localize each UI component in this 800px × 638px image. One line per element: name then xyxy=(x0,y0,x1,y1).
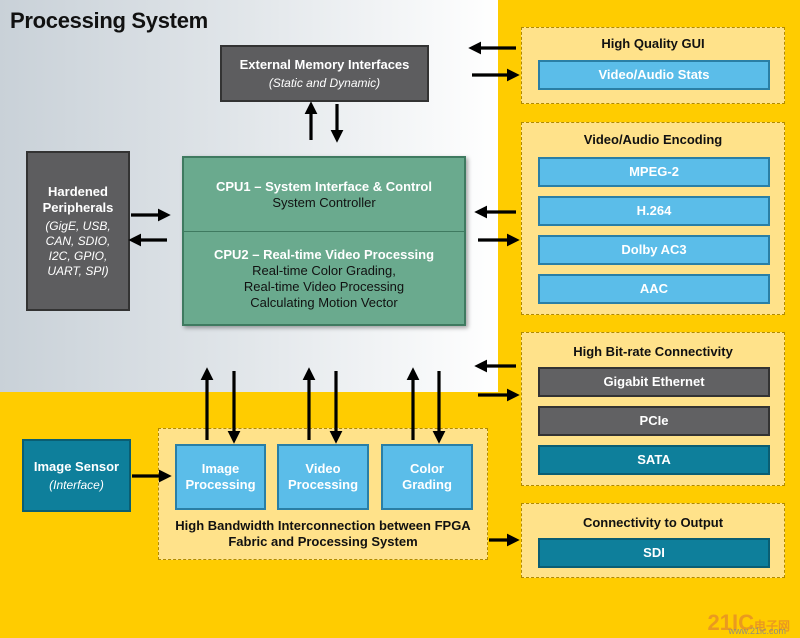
interconnect-line1: High Bandwidth Interconnection between F… xyxy=(175,518,471,533)
connectivity-item: PCIe xyxy=(538,406,770,436)
output-item-label: SDI xyxy=(643,545,665,560)
encoding-group: Video/Audio Encoding MPEG-2 H.264 Dolby … xyxy=(521,122,785,315)
cpu2-section: CPU2 – Real-time Video Processing Real-t… xyxy=(184,234,464,324)
cpu1-section: CPU1 – System Interface & Control System… xyxy=(184,158,464,232)
hardened-title-line2: Peripherals xyxy=(42,199,114,215)
connectivity-item: SATA xyxy=(538,445,770,475)
fpga-block-line2: Processing xyxy=(287,477,359,492)
hardened-peripherals-box: Hardened Peripherals (GigE, USB, CAN, SD… xyxy=(26,151,130,311)
fpga-block-line1: Color xyxy=(410,461,444,476)
cpu-box: CPU1 – System Interface & Control System… xyxy=(182,156,466,326)
encoding-item-label: AAC xyxy=(639,281,669,296)
image-processing-block: Image Processing xyxy=(175,444,266,510)
gui-item: Video/Audio Stats xyxy=(538,60,770,90)
hardened-title-line1: Hardened xyxy=(48,183,108,199)
cpu2-line: Calculating Motion Vector xyxy=(250,295,398,310)
encoding-item-label: MPEG-2 xyxy=(629,164,679,179)
encoding-title: Video/Audio Encoding xyxy=(583,132,723,147)
cpu2-line: Real-time Video Processing xyxy=(243,279,405,294)
external-memory-subtitle: (Static and Dynamic) xyxy=(268,75,381,90)
cpu1-desc: System Controller xyxy=(272,194,376,210)
diagram-title: Processing System xyxy=(10,8,208,33)
image-sensor-title: Image Sensor xyxy=(33,458,120,474)
watermark-url: www.21ic.com xyxy=(728,626,786,636)
watermark-brand: 21IC xyxy=(707,610,754,635)
cpu1-title: CPU1 – System Interface & Control xyxy=(215,178,432,194)
connectivity-title: High Bit-rate Connectivity xyxy=(573,344,733,359)
watermark-logo: 21IC电子网 xyxy=(708,610,791,636)
video-processing-block: Video Processing xyxy=(277,444,369,510)
cpu2-title: CPU2 – Real-time Video Processing xyxy=(213,247,435,262)
connectivity-item-label: SATA xyxy=(637,452,671,467)
connectivity-item-label: Gigabit Ethernet xyxy=(603,374,705,389)
encoding-item: AAC xyxy=(538,274,770,304)
hardened-line: CAN, SDIO, xyxy=(45,233,111,248)
image-sensor-subtitle: (Interface) xyxy=(49,477,104,492)
connectivity-item-label: PCIe xyxy=(639,413,669,428)
fpga-block-line1: Video xyxy=(305,461,341,476)
output-group: Connectivity to Output SDI xyxy=(521,503,785,578)
connectivity-group: High Bit-rate Connectivity Gigabit Ether… xyxy=(521,332,785,486)
fpga-block-line2: Grading xyxy=(402,477,452,492)
gui-title: High Quality GUI xyxy=(601,36,705,51)
fpga-block-line2: Processing xyxy=(185,477,256,492)
fpga-block-line1: Image xyxy=(201,461,240,476)
interconnect-label: High Bandwidth Interconnection between F… xyxy=(160,516,486,552)
encoding-item: Dolby AC3 xyxy=(538,235,770,265)
output-item: SDI xyxy=(538,538,770,568)
color-grading-block: Color Grading xyxy=(381,444,473,510)
connectivity-item: Gigabit Ethernet xyxy=(538,367,770,397)
encoding-item-label: Dolby AC3 xyxy=(621,242,687,257)
hardened-line: I2C, GPIO, xyxy=(48,248,108,263)
cpu2-line: Real-time Color Grading, xyxy=(252,263,396,278)
interconnect-line2: Fabric and Processing System xyxy=(228,534,418,549)
encoding-item: H.264 xyxy=(538,196,770,226)
external-memory-box: External Memory Interfaces (Static and D… xyxy=(220,45,429,102)
watermark-cn: 电子网 xyxy=(753,619,790,633)
external-memory-title: External Memory Interfaces xyxy=(239,56,410,72)
hardened-line: UART, SPI) xyxy=(47,263,109,278)
image-sensor-box: Image Sensor (Interface) xyxy=(22,439,131,512)
gui-group: High Quality GUI Video/Audio Stats xyxy=(521,27,785,104)
hardened-line: (GigE, USB, xyxy=(45,218,111,233)
encoding-item-label: H.264 xyxy=(636,203,672,218)
encoding-item: MPEG-2 xyxy=(538,157,770,187)
gui-item-label: Video/Audio Stats xyxy=(598,67,710,82)
output-title: Connectivity to Output xyxy=(582,515,724,530)
